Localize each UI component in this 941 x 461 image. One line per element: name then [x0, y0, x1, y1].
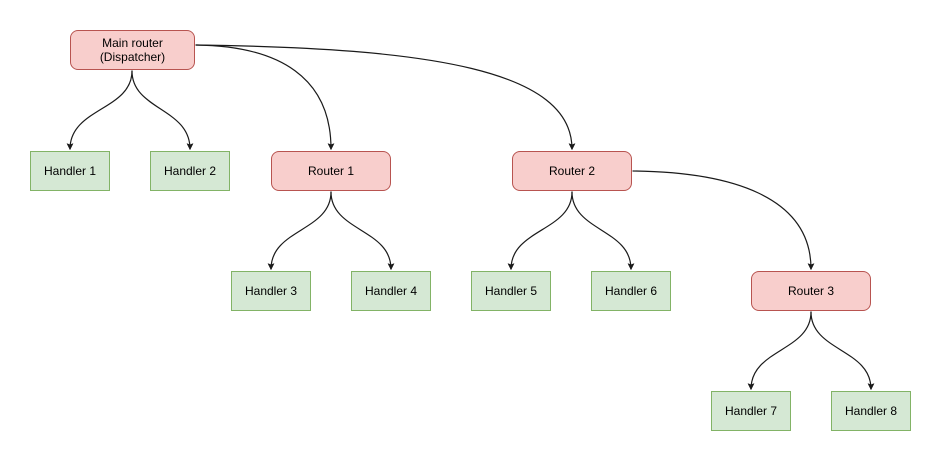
edge-router-2-to-router-3 [632, 170, 811, 269]
edge-main-to-router-2 [195, 44, 572, 149]
node-handler-3[interactable]: Handler 3 [231, 271, 311, 311]
node-label-handler-8: Handler 8 [844, 404, 898, 418]
edge-router-2-to-handler-5 [511, 191, 573, 269]
node-label-router-1: Router 1 [307, 164, 355, 178]
node-router-3[interactable]: Router 3 [751, 271, 871, 311]
edges-group [70, 44, 871, 389]
node-label-router-3: Router 3 [787, 284, 835, 298]
node-main-router[interactable]: Main router (Dispatcher) [70, 30, 195, 70]
edge-main-to-handler-1 [70, 70, 133, 149]
edge-router-1-to-handler-4 [330, 191, 391, 269]
edge-router-3-to-handler-8 [810, 311, 871, 389]
edge-router-1-to-handler-3 [271, 191, 332, 269]
node-router-1[interactable]: Router 1 [271, 151, 391, 191]
node-handler-6[interactable]: Handler 6 [591, 271, 671, 311]
node-label-router-2: Router 2 [548, 164, 596, 178]
node-handler-4[interactable]: Handler 4 [351, 271, 431, 311]
node-label-handler-2: Handler 2 [163, 164, 217, 178]
node-handler-7[interactable]: Handler 7 [711, 391, 791, 431]
node-label-main-router: Main router (Dispatcher) [99, 36, 166, 64]
node-label-handler-4: Handler 4 [364, 284, 418, 298]
node-handler-5[interactable]: Handler 5 [471, 271, 551, 311]
node-label-handler-5: Handler 5 [484, 284, 538, 298]
node-label-handler-6: Handler 6 [604, 284, 658, 298]
node-handler-8[interactable]: Handler 8 [831, 391, 911, 431]
edge-router-3-to-handler-7 [751, 311, 812, 389]
node-label-handler-3: Handler 3 [244, 284, 298, 298]
node-router-2[interactable]: Router 2 [512, 151, 632, 191]
node-label-handler-7: Handler 7 [724, 404, 778, 418]
node-handler-1[interactable]: Handler 1 [30, 151, 110, 191]
edge-main-to-router-1 [195, 44, 331, 149]
edge-router-2-to-handler-6 [571, 191, 631, 269]
node-handler-2[interactable]: Handler 2 [150, 151, 230, 191]
edge-main-to-handler-2 [131, 70, 190, 149]
node-label-handler-1: Handler 1 [43, 164, 97, 178]
